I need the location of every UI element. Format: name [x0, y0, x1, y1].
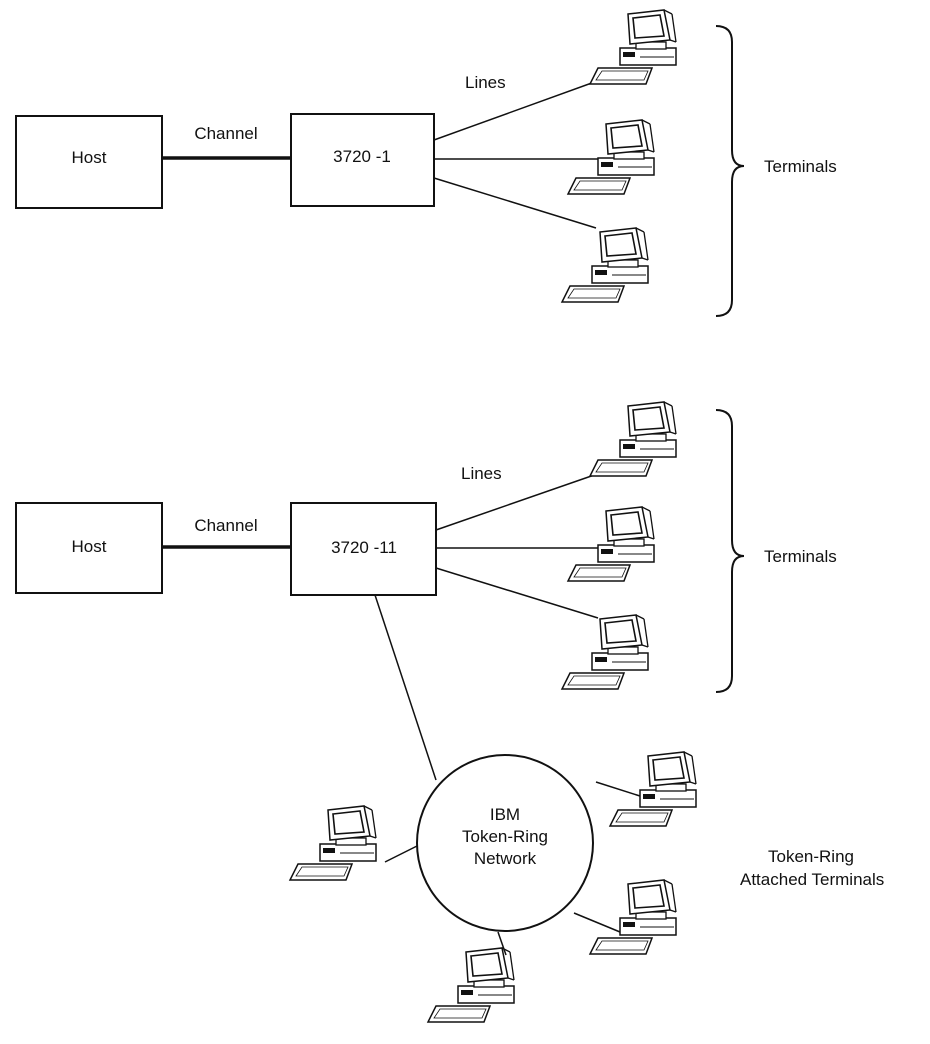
computer-terminal-icon [561, 227, 649, 303]
bottom-controller-box [290, 502, 437, 596]
ring-label-line-2: Token-Ring [462, 827, 548, 846]
bottom-host-label: Host [72, 537, 107, 556]
top-host-label: Host [72, 148, 107, 167]
computer-terminal-icon [589, 879, 677, 955]
bottom-terminals-brace [715, 409, 745, 693]
bottom-diagram: Host Channel 3720 -11 Lines Terminals IB… [15, 401, 884, 1023]
computer-terminal-icon [289, 805, 377, 881]
top-terminals-label: Terminals [764, 157, 837, 176]
top-controller-box [290, 113, 435, 207]
top-controller-label: 3720 -1 [333, 147, 391, 166]
computer-terminal-icon [589, 9, 677, 85]
controller-ring-link [374, 594, 437, 781]
computer-terminal-icon [609, 751, 697, 827]
ring-terminals-label-line-2: Attached Terminals [740, 870, 884, 889]
ring-spoke-bottom [497, 931, 507, 956]
bottom-lines-label: Lines [461, 464, 502, 483]
top-lines-label: Lines [465, 73, 506, 92]
top-terminals-brace [715, 25, 745, 317]
bottom-line-3 [435, 567, 599, 619]
bottom-host-box [15, 502, 163, 594]
top-channel-label: Channel [194, 124, 257, 143]
top-host-box [15, 115, 163, 209]
computer-terminal-icon [561, 614, 649, 690]
bottom-line-1 [435, 472, 601, 531]
token-ring-circle [416, 754, 594, 932]
top-diagram: Host Channel 3720 -1 Lines Terminals [15, 9, 837, 317]
ring-label-line-3: Network [474, 849, 537, 868]
bottom-channel-label: Channel [194, 516, 257, 535]
computer-terminal-icon [567, 119, 655, 195]
ring-spoke-right-top [595, 781, 641, 797]
computer-terminal-icon [567, 506, 655, 582]
top-line-1 [433, 79, 601, 141]
ring-spoke-right-bottom [573, 912, 621, 933]
computer-terminal-icon [427, 947, 515, 1023]
ring-label-line-1: IBM [490, 805, 520, 824]
bottom-terminals-label: Terminals [764, 547, 837, 566]
bottom-controller-label: 3720 -11 [331, 538, 397, 557]
top-line-3 [433, 177, 597, 229]
computer-terminal-icon [589, 401, 677, 477]
ring-terminals-label-line-1: Token-Ring [768, 847, 854, 866]
